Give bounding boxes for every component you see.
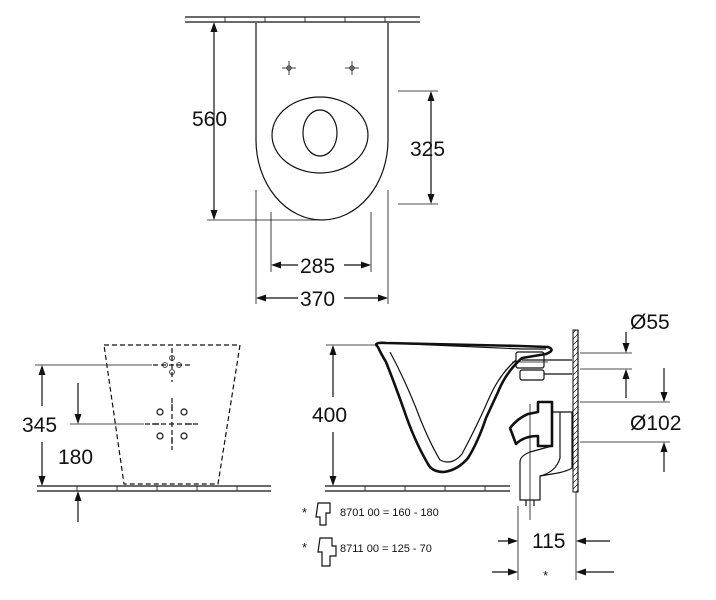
dim-370-label: 370 [300, 288, 335, 311]
dim-115: 115 [498, 492, 610, 580]
dim-325: 325 [398, 90, 445, 205]
dim-variable: * [492, 568, 614, 583]
note-row-1: * 8701 00 = 160 - 180 [302, 502, 439, 526]
note-2-text: 8711 00 = 125 - 70 [340, 543, 432, 555]
dim-370: 370 [255, 190, 389, 311]
top-view: 560 325 285 370 [185, 16, 445, 311]
side-floor-strip [325, 485, 510, 492]
dim-325-label: 325 [410, 138, 445, 161]
dim-variable-label: * [543, 568, 548, 583]
side-rim [385, 342, 546, 350]
dim-560-label: 560 [192, 108, 227, 131]
dim-400: 400 [312, 344, 378, 486]
note-1-marker: * [302, 505, 307, 520]
dim-diameter-102-label: Ø102 [630, 412, 681, 435]
note-row-2: * 8711 00 = 125 - 70 [302, 537, 432, 567]
side-outlet-pipe [508, 400, 573, 506]
dim-560: 560 [192, 21, 320, 221]
top-seat-rim [271, 96, 369, 174]
top-fixing-cross-left [282, 61, 296, 75]
top-bowl-outline [255, 23, 389, 221]
dim-180-label: 180 [58, 446, 93, 469]
trap-bend-icon [315, 502, 331, 526]
side-bowl-inner [389, 351, 517, 463]
accessory-notes: * 8701 00 = 160 - 180 * 8711 00 = 125 - … [302, 502, 439, 567]
side-bowl-shell [374, 341, 553, 474]
top-wall-strip [185, 16, 420, 23]
side-inlet-connector [512, 351, 572, 381]
trap-straight-icon [317, 537, 337, 567]
dim-400-label: 400 [312, 404, 347, 427]
front-view: 345 180 [22, 344, 271, 522]
top-fixing-cross-right [345, 61, 359, 75]
side-wall [572, 329, 579, 493]
dim-diameter-55-label: Ø55 [630, 311, 670, 334]
dim-diameter-102: Ø102 [580, 368, 681, 472]
note-1-text: 8701 00 = 160 - 180 [340, 507, 439, 519]
dim-285-label: 285 [300, 255, 335, 278]
front-floor-strip [37, 485, 271, 492]
dim-345-label: 345 [22, 414, 57, 437]
note-2-marker: * [302, 540, 307, 555]
dim-180: 180 [58, 383, 144, 522]
dim-115-label: 115 [532, 530, 565, 553]
side-view: 400 Ø55 Ø102 [312, 311, 681, 583]
front-upper-cross [153, 348, 191, 382]
top-bowl-opening [302, 109, 338, 157]
front-dashed-outline [103, 344, 241, 485]
dim-diameter-55: Ø55 [580, 311, 670, 398]
dim-285: 285 [270, 212, 372, 278]
front-lower-cross [145, 398, 199, 450]
dim-345: 345 [22, 364, 152, 486]
